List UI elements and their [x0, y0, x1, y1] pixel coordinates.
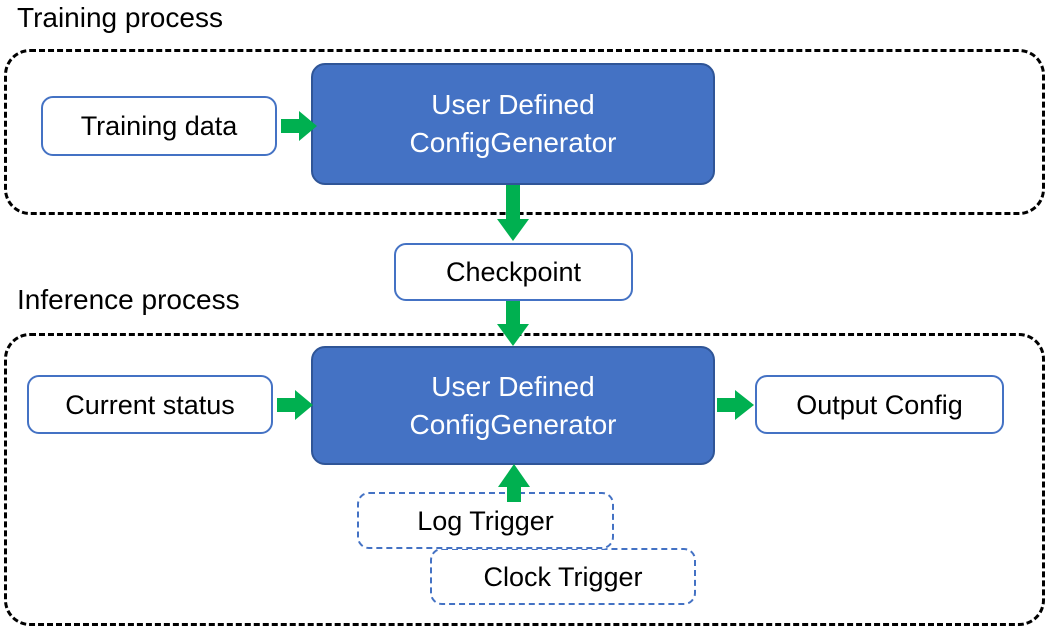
node-training-data[interactable]: Training data	[41, 96, 277, 156]
node-log-trigger[interactable]: Log Trigger	[357, 492, 614, 549]
node-output-config[interactable]: Output Config	[755, 375, 1004, 434]
node-label-line1: User Defined	[431, 370, 595, 402]
node-label-line1: User Defined	[431, 89, 595, 120]
training-process-container	[4, 49, 1045, 215]
node-label-line2: ConfigGenerator	[409, 127, 617, 158]
training-process-label: Training process	[17, 2, 223, 33]
node-user-defined-configgenerator-training[interactable]: User Defined ConfigGenerator	[311, 63, 715, 185]
node-user-defined-configgenerator-inference[interactable]: User Defined ConfigGenerator	[311, 346, 715, 465]
node-clock-trigger[interactable]: Clock Trigger	[430, 548, 696, 605]
node-label-line2: ConfigGenerator	[409, 408, 617, 440]
node-checkpoint[interactable]: Checkpoint	[394, 243, 633, 301]
inference-process-label: Inference process	[17, 284, 240, 315]
node-current-status[interactable]: Current status	[27, 375, 273, 434]
